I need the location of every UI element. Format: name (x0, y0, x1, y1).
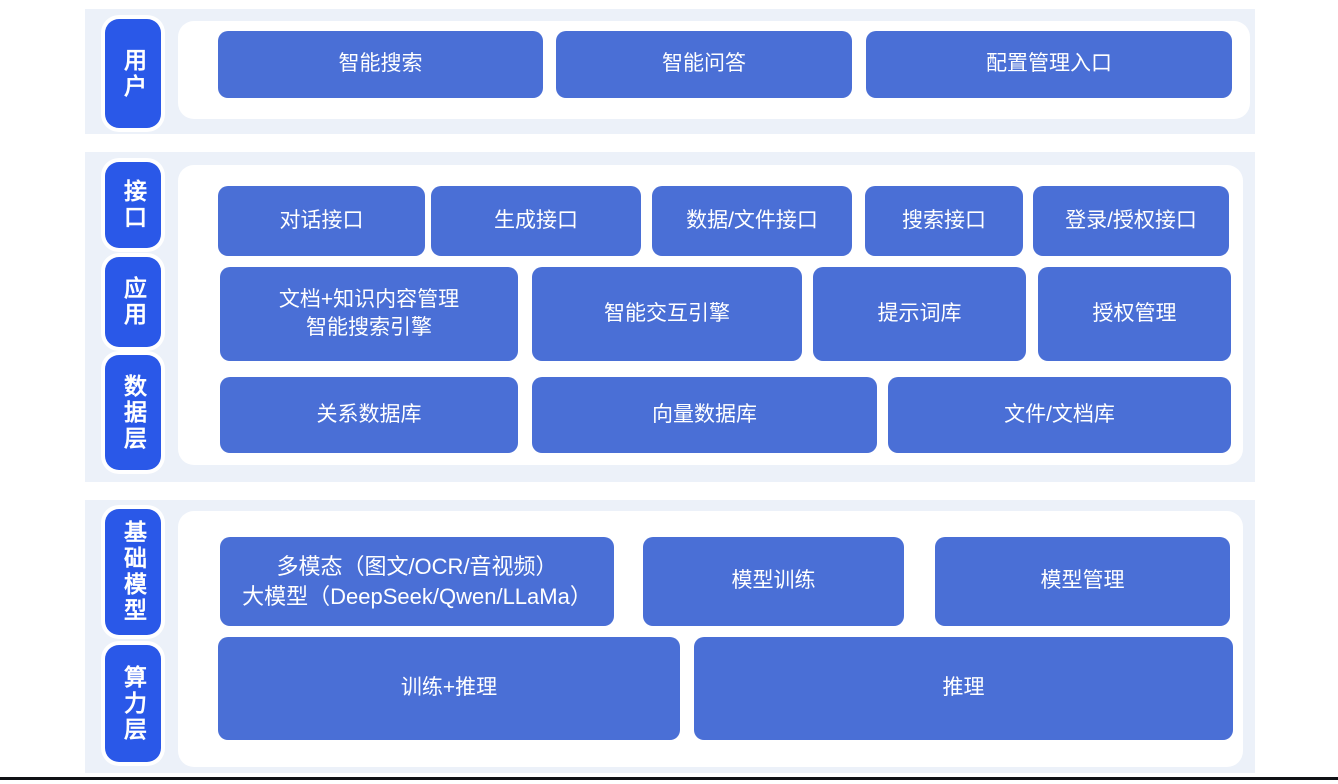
block-relational-db: 关系数据库 (220, 377, 518, 453)
block-model-management: 模型管理 (935, 537, 1230, 626)
block-label: 智能搜索 (338, 52, 423, 76)
block-login-auth-api: 登录/授权接口 (1033, 186, 1229, 256)
block-smart-search: 智能搜索 (218, 31, 543, 98)
block-label: 智能交互引擎 (604, 301, 730, 325)
block-label: 搜索接口 (902, 208, 986, 232)
block-label: 生成接口 (494, 208, 578, 232)
layer-tab-user: 用户 (105, 19, 161, 128)
block-label: 授权管理 (1092, 301, 1177, 325)
block-vector-db: 向量数据库 (532, 377, 877, 453)
block-label: 智能问答 (662, 52, 746, 76)
block-label-line1: 文档+知识内容管理 (278, 287, 460, 311)
block-smart-qa: 智能问答 (556, 31, 852, 98)
block-inference: 推理 (694, 637, 1233, 740)
block-label: 登录/授权接口 (1065, 208, 1197, 232)
layer-tab-interface: 接口 (105, 162, 161, 248)
block-label: 关系数据库 (316, 402, 422, 426)
block-label: 提示词库 (877, 301, 962, 325)
block-authorization-management: 授权管理 (1038, 267, 1231, 361)
block-interaction-engine: 智能交互引擎 (532, 267, 802, 361)
block-label-line2: 智能搜索引擎 (306, 316, 432, 339)
block-config-management-entry: 配置管理入口 (866, 31, 1232, 98)
block-label: 配置管理入口 (986, 52, 1112, 76)
block-label: 模型管理 (1040, 569, 1125, 593)
block-training-inference: 训练+推理 (218, 637, 680, 740)
block-generation-api: 生成接口 (431, 186, 641, 256)
block-model-training: 模型训练 (643, 537, 904, 626)
block-label-line1: 多模态（图文/OCR/音视频） (276, 553, 558, 579)
block-label: 文件/文档库 (1004, 402, 1115, 426)
layer-tab-foundation-model: 基础模型 (105, 509, 161, 635)
block-label: 数据/文件接口 (686, 208, 818, 232)
block-label-line2: 大模型（DeepSeek/Qwen/LLaMa） (242, 583, 592, 609)
block-label: 推理 (942, 676, 985, 700)
bottom-divider (0, 777, 1338, 780)
block-prompt-library: 提示词库 (813, 267, 1026, 361)
block-label: 模型训练 (731, 569, 816, 593)
block-multimodal-llm: 多模态（图文/OCR/音视频） 大模型（DeepSeek/Qwen/LLaMa） (220, 537, 614, 626)
block-label: 向量数据库 (652, 402, 757, 426)
block-file-document-store: 文件/文档库 (888, 377, 1231, 453)
block-label: 对话接口 (279, 208, 364, 232)
layer-tab-data: 数据层 (105, 355, 161, 470)
block-doc-knowledge-search-engine: 文档+知识内容管理 智能搜索引擎 (220, 267, 518, 361)
layer-tab-application: 应用 (105, 257, 161, 347)
layer-tab-compute: 算力层 (105, 645, 161, 762)
block-label: 训练+推理 (400, 676, 498, 700)
block-dialog-api: 对话接口 (218, 186, 425, 256)
block-data-file-api: 数据/文件接口 (652, 186, 852, 256)
block-search-api: 搜索接口 (865, 186, 1023, 256)
